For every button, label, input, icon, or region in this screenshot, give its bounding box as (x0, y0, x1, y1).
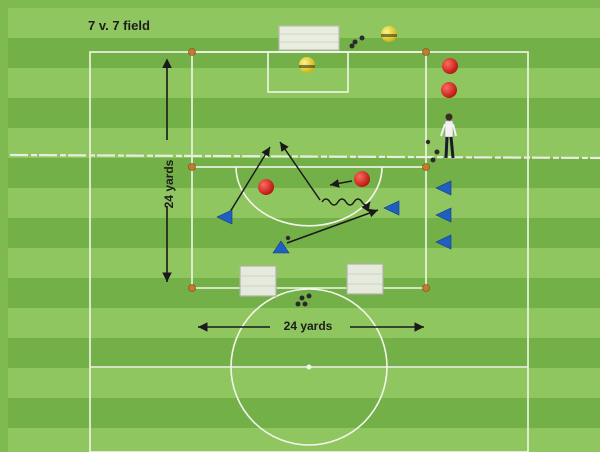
ball (306, 293, 312, 299)
pass-arrow (279, 141, 321, 201)
red-player (258, 179, 274, 195)
red-player (441, 82, 457, 98)
cone (422, 48, 430, 56)
blue-player (435, 207, 452, 223)
small-goal-right (346, 263, 384, 295)
cone (422, 163, 430, 171)
center-circle (230, 288, 388, 446)
vertical-dimension-label: 24 yards (162, 159, 176, 209)
cone (188, 48, 196, 56)
ball (299, 295, 305, 301)
blue-player (383, 200, 400, 216)
blue-players (216, 180, 452, 254)
blue-player (216, 209, 233, 225)
ball (352, 39, 358, 45)
top-goal (278, 25, 340, 51)
ball (295, 301, 301, 307)
red-player (442, 58, 458, 74)
dribble-arrow (321, 198, 371, 212)
ball (349, 43, 355, 49)
blue-player (435, 180, 452, 196)
coach-figure (440, 113, 457, 159)
cone (188, 284, 196, 292)
field-lines (89, 51, 529, 452)
goal-area (267, 51, 349, 93)
diagram-title: 7 v. 7 field (88, 18, 150, 33)
yellow-players (299, 26, 397, 73)
ball (425, 139, 431, 145)
blue-player (435, 234, 452, 250)
center-spot (306, 364, 312, 370)
cone (188, 163, 196, 171)
soccer-balls (285, 35, 440, 307)
red-player (354, 171, 370, 187)
ball (434, 149, 440, 155)
cone (422, 284, 430, 292)
dimension-arrows (162, 58, 424, 332)
run-arrow (329, 178, 353, 188)
ball (430, 157, 436, 163)
rough-line (9, 153, 600, 160)
pass-arrow (229, 146, 271, 213)
blue-player (272, 240, 290, 254)
ball (359, 35, 365, 41)
play-arrows (229, 141, 379, 244)
horizontal-dimension-label: 24 yards (283, 319, 333, 333)
penalty-arc (235, 166, 383, 227)
ball (285, 235, 291, 241)
red-players (258, 58, 458, 195)
small-goal-left (239, 265, 277, 297)
pass-arrow (286, 208, 379, 244)
cones (188, 48, 430, 292)
ball (302, 301, 308, 307)
